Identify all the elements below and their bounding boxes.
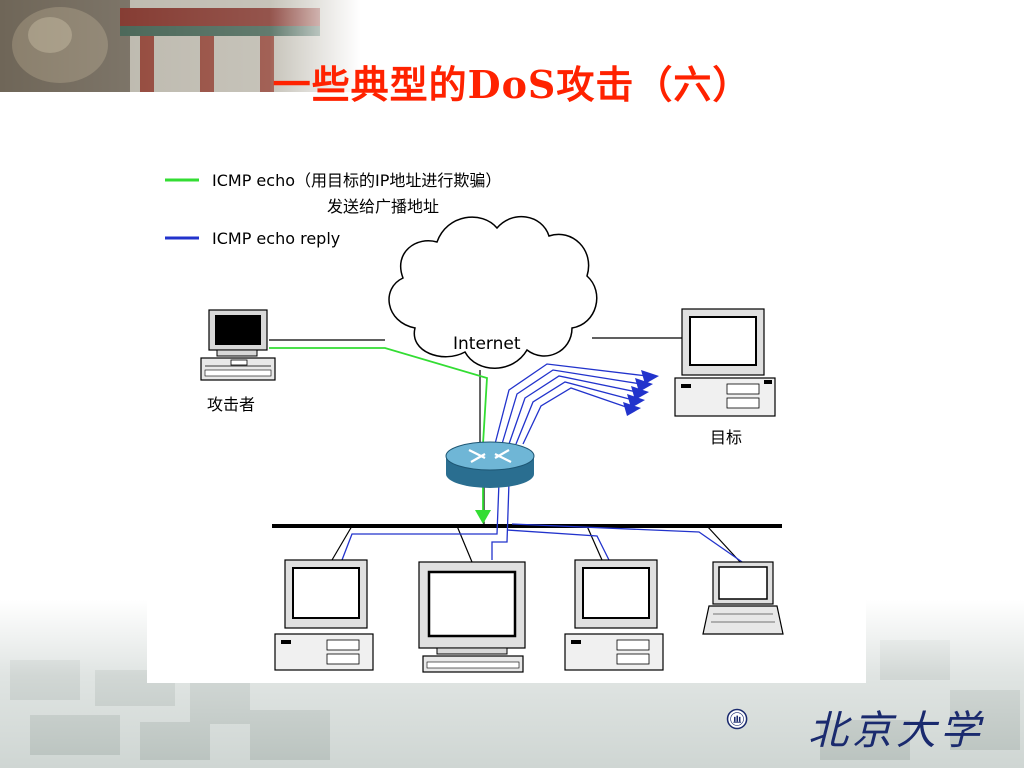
slide-title: 一些典型的DoS攻击（六） bbox=[272, 62, 752, 107]
lan-host-1-icon bbox=[274, 559, 374, 671]
target-label: 目标 bbox=[710, 428, 742, 447]
header-photo bbox=[0, 0, 360, 92]
drop-1 bbox=[331, 525, 353, 561]
drop-3 bbox=[586, 525, 603, 561]
drop-2 bbox=[456, 525, 473, 563]
attacker-computer-icon: 攻击者 bbox=[200, 309, 276, 414]
legend: ICMP echo（用目标的IP地址进行欺骗） 发送给广播地址 ICMP ech… bbox=[165, 171, 501, 248]
lan-host-2-icon bbox=[418, 561, 526, 673]
lan-host-3-icon bbox=[564, 559, 664, 671]
legend-echo-label: ICMP echo（用目标的IP地址进行欺骗） bbox=[212, 171, 501, 190]
network-diagram: ICMP echo（用目标的IP地址进行欺骗） 发送给广播地址 ICMP ech… bbox=[147, 152, 866, 683]
reply-paths bbox=[341, 363, 746, 565]
university-name: 北京大学 bbox=[808, 708, 984, 754]
target-computer-icon: 目标 bbox=[674, 308, 776, 447]
lan-laptop-icon bbox=[702, 561, 784, 635]
router-icon bbox=[445, 441, 535, 488]
attacker-label: 攻击者 bbox=[207, 395, 255, 414]
legend-echo-label-2: 发送给广播地址 bbox=[327, 197, 439, 216]
university-seal-icon bbox=[726, 708, 748, 730]
echo-arrow bbox=[475, 510, 491, 524]
cloud-label: Internet bbox=[453, 334, 521, 354]
internet-cloud: Internet bbox=[388, 215, 598, 369]
legend-reply-label: ICMP echo reply bbox=[212, 229, 340, 248]
